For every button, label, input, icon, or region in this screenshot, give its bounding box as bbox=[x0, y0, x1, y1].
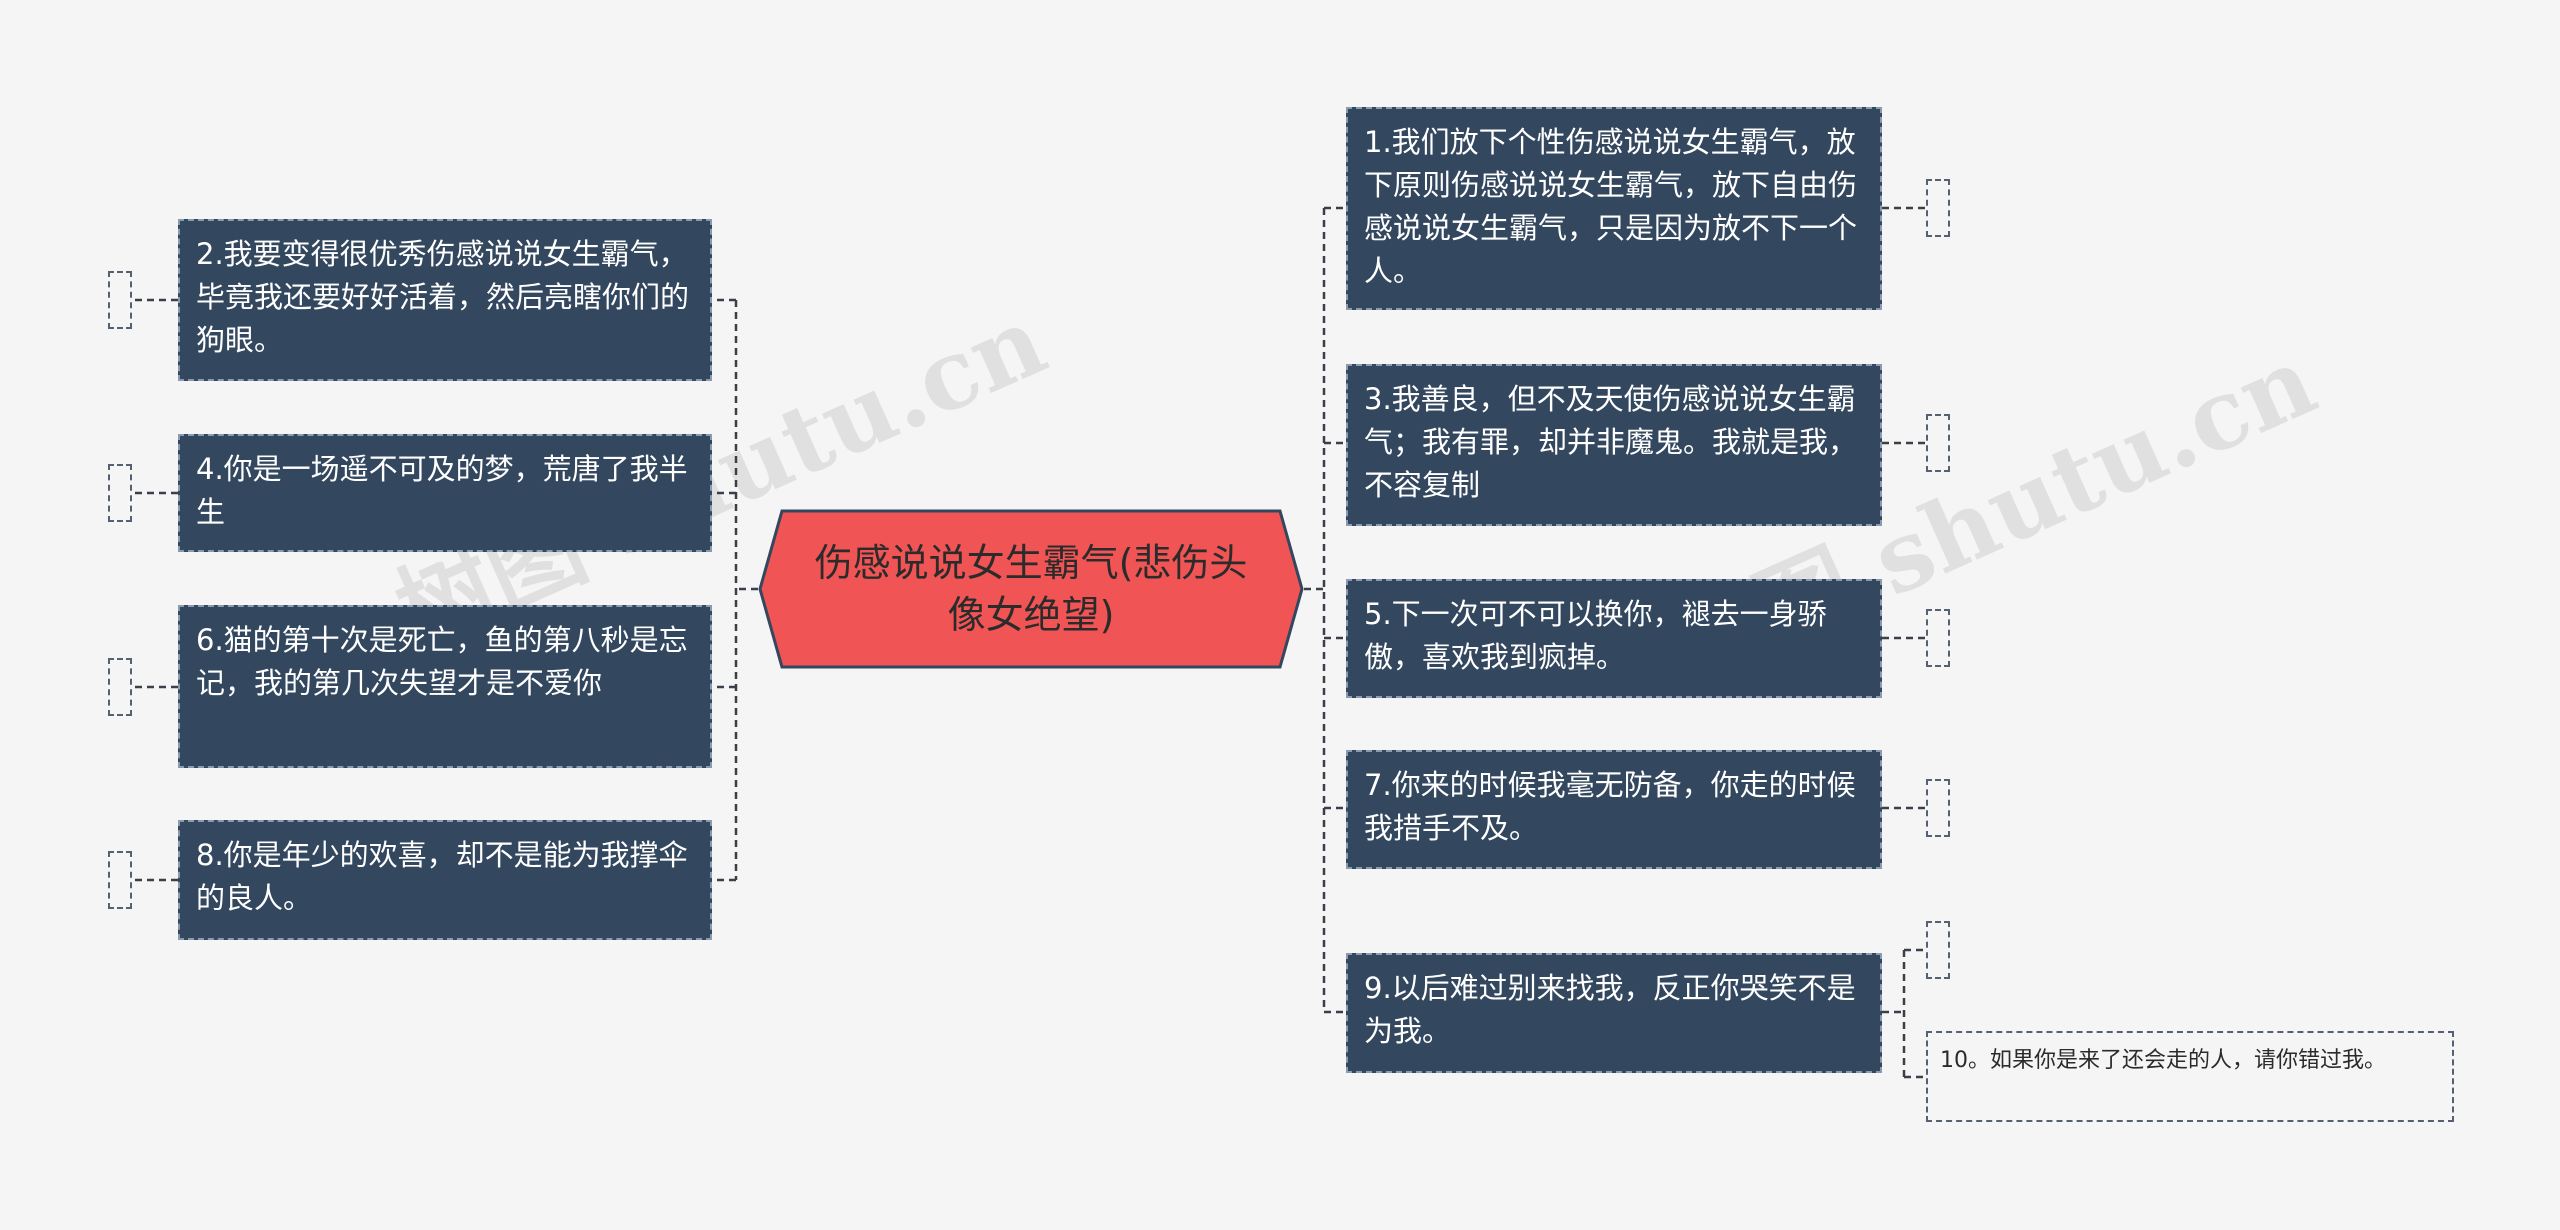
topic-node-1[interactable]: 1.我们放下个性伤感说说女生霸气，放下原则伤感说说女生霸气，放下自由伤感说说女生… bbox=[1346, 107, 1882, 310]
empty-subtopic-right-5[interactable] bbox=[1926, 609, 1950, 667]
center-topic-label: 伤感说说女生霸气(悲伤头像女绝望) bbox=[814, 541, 1248, 637]
empty-subtopic-left-6[interactable] bbox=[108, 658, 132, 716]
empty-subtopic-left-8[interactable] bbox=[108, 851, 132, 909]
empty-subtopic-left-4[interactable] bbox=[108, 464, 132, 522]
topic-node-8[interactable]: 8.你是年少的欢喜，却不是能为我撑伞的良人。 bbox=[178, 820, 712, 940]
center-topic[interactable]: 伤感说说女生霸气(悲伤头像女绝望) bbox=[758, 509, 1304, 669]
topic-node-3[interactable]: 3.我善良，但不及天使伤感说说女生霸气；我有罪，却并非魔鬼。我就是我，不容复制 bbox=[1346, 364, 1882, 526]
center-hexagon-shape bbox=[758, 509, 1304, 669]
topic-node-9[interactable]: 9.以后难过别来找我，反正你哭笑不是为我。 bbox=[1346, 953, 1882, 1073]
empty-subtopic-right-9[interactable] bbox=[1926, 921, 1950, 979]
topic-node-5[interactable]: 5.下一次可不可以换你，褪去一身骄傲，喜欢我到疯掉。 bbox=[1346, 579, 1882, 698]
empty-subtopic-right-3[interactable] bbox=[1926, 414, 1950, 472]
topic-node-6[interactable]: 6.猫的第十次是死亡，鱼的第八秒是忘记，我的第几次失望才是不爱你 bbox=[178, 605, 712, 768]
topic-node-2[interactable]: 2.我要变得很优秀伤感说说女生霸气，毕竟我还要好好活着，然后亮瞎你们的狗眼。 bbox=[178, 219, 712, 381]
empty-subtopic-left-2[interactable] bbox=[108, 271, 132, 329]
subtopic-node-10[interactable]: 10。如果你是来了还会走的人，请你错过我。 bbox=[1926, 1031, 2454, 1122]
empty-subtopic-right-7[interactable] bbox=[1926, 779, 1950, 837]
topic-node-7[interactable]: 7.你来的时候我毫无防备，你走的时候我措手不及。 bbox=[1346, 750, 1882, 869]
empty-subtopic-right-1[interactable] bbox=[1926, 179, 1950, 237]
topic-node-4[interactable]: 4.你是一场遥不可及的梦，荒唐了我半生 bbox=[178, 434, 712, 552]
